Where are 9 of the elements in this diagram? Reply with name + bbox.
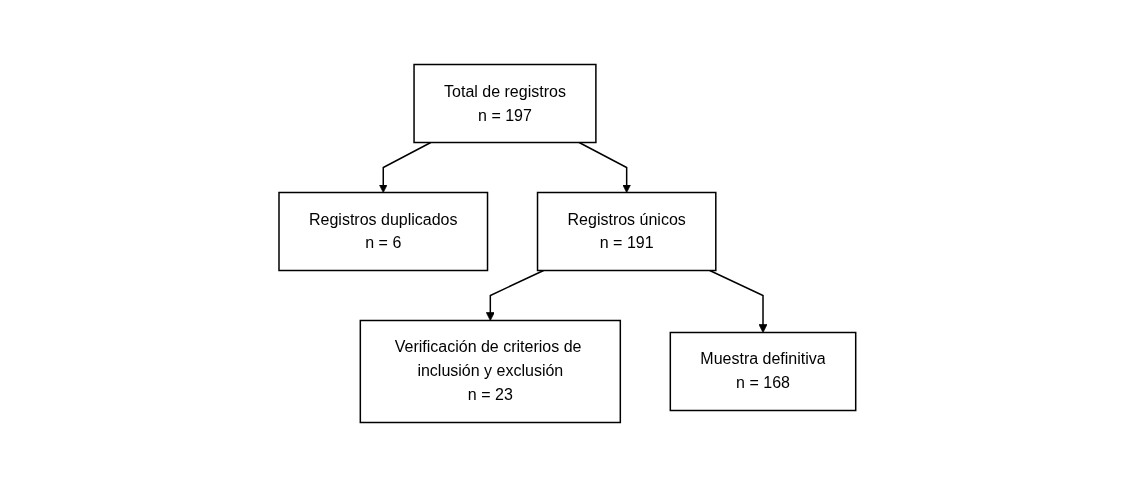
- arrow: [578, 141, 631, 193]
- node-box: Registros duplicados n = 6: [277, 191, 488, 272]
- node-box: Verificación de criterios de inclusión y exclusión n = 23: [359, 319, 621, 424]
- node-box: Registros únicos n = 191: [536, 191, 717, 272]
- node-box: Total de registros n = 197: [412, 63, 597, 144]
- arrow: [378, 141, 432, 193]
- node-box: Muestra definitiva n = 168: [669, 331, 857, 412]
- arrow: [485, 269, 544, 321]
- arrow: [708, 269, 768, 333]
